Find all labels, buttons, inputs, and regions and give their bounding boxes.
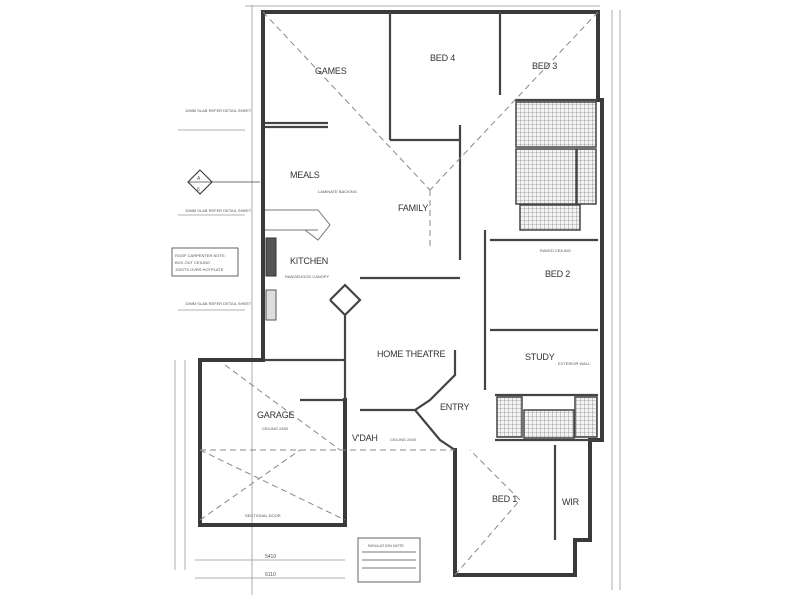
room-bed1: BED 1	[492, 494, 517, 504]
exterior-walls	[198, 10, 604, 577]
slab-notes: 10MM SLAB REFER DETAIL SHEET 10MM SLAB R…	[185, 108, 252, 306]
svg-text:CEILING 2400: CEILING 2400	[390, 437, 417, 442]
svg-text:BOX OUT CEILING: BOX OUT CEILING	[175, 260, 210, 265]
svg-text:CEILING 2400: CEILING 2400	[262, 426, 289, 431]
wet-areas	[496, 101, 598, 439]
room-study: STUDY	[525, 352, 555, 362]
insulation-note: INSULATION NOTE	[357, 537, 421, 583]
room-family: FAMILY	[398, 203, 428, 213]
svg-text:LAMINATE BACKING: LAMINATE BACKING	[318, 189, 357, 194]
room-entry: ENTRY	[440, 402, 470, 412]
svg-text:SECTIONAL DOOR: SECTIONAL DOOR	[245, 513, 281, 518]
room-bed2: BED 2	[545, 269, 570, 279]
svg-text:A: A	[197, 176, 201, 182]
room-vdah: V'DAH	[352, 433, 378, 443]
garage-inner-dimension: 5410	[265, 554, 276, 560]
room-games: GAMES	[315, 66, 347, 76]
svg-text:ROOF CARPENTER NOTE:: ROOF CARPENTER NOTE:	[175, 253, 226, 258]
room-wir: WIR	[562, 497, 580, 507]
svg-text:10MM SLAB REFER DETAIL SHEET: 10MM SLAB REFER DETAIL SHEET	[185, 108, 252, 113]
kitchen-fittings	[265, 237, 277, 321]
room-home-theatre: HOME THEATRE	[377, 349, 445, 359]
svg-text:EXTERIOR WALL: EXTERIOR WALL	[558, 361, 591, 366]
dimension-lines	[174, 5, 621, 595]
svg-text:10MM SLAB REFER DETAIL SHEET: 10MM SLAB REFER DETAIL SHEET	[185, 301, 252, 306]
svg-text:RANGEHOOD CANOPY: RANGEHOOD CANOPY	[285, 274, 330, 279]
section-marker: A 6	[187, 169, 260, 195]
room-bed3: BED 3	[532, 61, 557, 71]
svg-text:RAKED CEILING: RAKED CEILING	[540, 248, 571, 253]
roof-carpenter-note: ROOF CARPENTER NOTE: BOX OUT CEILING JOI…	[171, 247, 239, 277]
annotations: LAMINATE BACKING RANGEHOOD CANOPY CEILIN…	[245, 189, 591, 518]
svg-text:6: 6	[197, 187, 200, 193]
svg-text:INSULATION NOTE: INSULATION NOTE	[368, 543, 404, 548]
ceiling-lines	[199, 11, 599, 576]
interior-walls	[263, 12, 598, 540]
svg-text:10MM SLAB REFER DETAIL SHEET: 10MM SLAB REFER DETAIL SHEET	[185, 208, 252, 213]
room-bed4: BED 4	[430, 53, 455, 63]
room-labels: GAMES BED 4 BED 3 MEALS FAMILY KITCHEN B…	[257, 53, 580, 507]
room-kitchen: KITCHEN	[290, 256, 328, 266]
room-meals: MEALS	[290, 170, 320, 180]
room-garage: GARAGE	[257, 410, 295, 420]
garage-outer-dimension: 6110	[265, 572, 276, 578]
svg-text:JOISTS OVER HOTPLATE: JOISTS OVER HOTPLATE	[175, 267, 224, 272]
